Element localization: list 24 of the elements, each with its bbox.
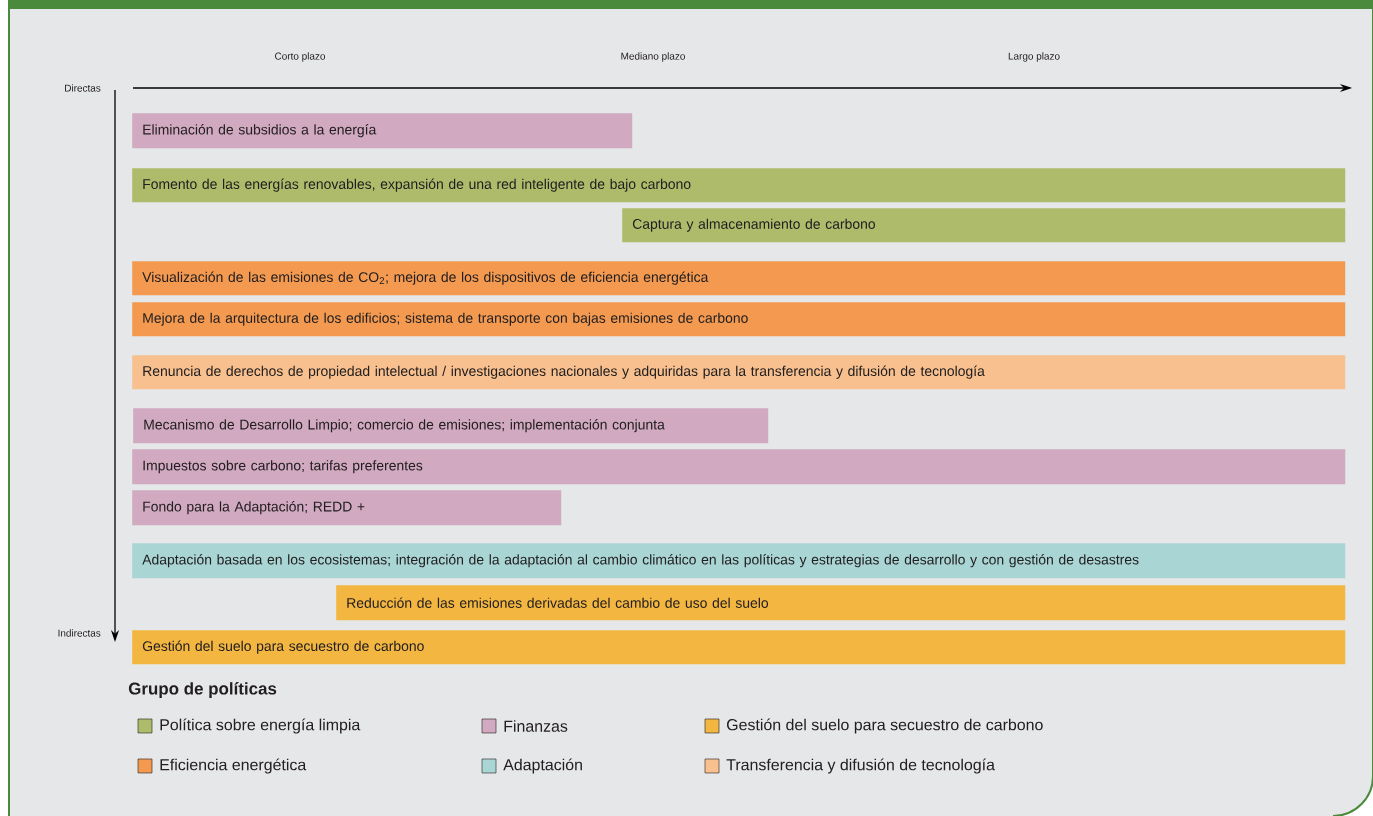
policy-bar: Eliminación de subsidios a la energía xyxy=(132,113,633,149)
legend-label: Transferencia y difusión de tecnología xyxy=(726,758,995,774)
legend-label: Adaptación xyxy=(503,758,582,774)
policy-bar: Gestión del suelo para secuestro de carbono xyxy=(132,630,1346,665)
term-label: Largo plazo xyxy=(1008,52,1060,62)
legend-label: Gestión del suelo para secuestro de carbono xyxy=(727,718,1043,734)
policy-bar: Visualización de las emisiones de CO$_{2}$; mejora de los dispositivos de eficiencia energética xyxy=(132,261,1346,296)
term-label: Mediano plazo xyxy=(621,52,685,62)
axis-label: Indirectas xyxy=(58,629,101,637)
policy-bar: Renuncia de derechos de propiedad intelectual / investigaciones nacionales y adquiridas para la transferencia y difusión de tecnología xyxy=(132,355,1346,390)
policy-bar: Fondo para la Adaptación; REDD + xyxy=(132,490,562,526)
policy-bar: Mecanismo de Desarrollo Limpio; comercio de emisiones; implementación conjunta xyxy=(133,408,769,444)
policy-bar: Fomento de las energías renovables, expansión de una red inteligente de bajo carbono xyxy=(132,168,1346,203)
legend-label: Política sobre energía limpia xyxy=(160,718,361,734)
policy-bar: Captura y almacenamiento de carbono xyxy=(622,208,1346,243)
axis-label: Directas xyxy=(65,84,101,92)
policy-bar: Reducción de las emisiones derivadas del cambio de uso del suelo xyxy=(336,585,1346,621)
policy-bar: Adaptación basada en los ecosistemas; integración de la adaptación al cambio climático en las políticas y estrategias de desarrollo y con gestión de desastres xyxy=(132,543,1346,579)
legend-label: Eficiencia energética xyxy=(160,758,307,774)
legend-label: Finanzas xyxy=(504,720,568,732)
term-label: Corto plazo xyxy=(275,52,326,62)
policy-bar: Impuestos sobre carbono; tarifas preferentes xyxy=(132,449,1346,485)
policy-bar: Mejora de la arquitectura de los edificios; sistema de transporte con bajas emisiones de carbono xyxy=(132,302,1346,337)
legend-heading: Grupo de políticas xyxy=(128,682,277,698)
